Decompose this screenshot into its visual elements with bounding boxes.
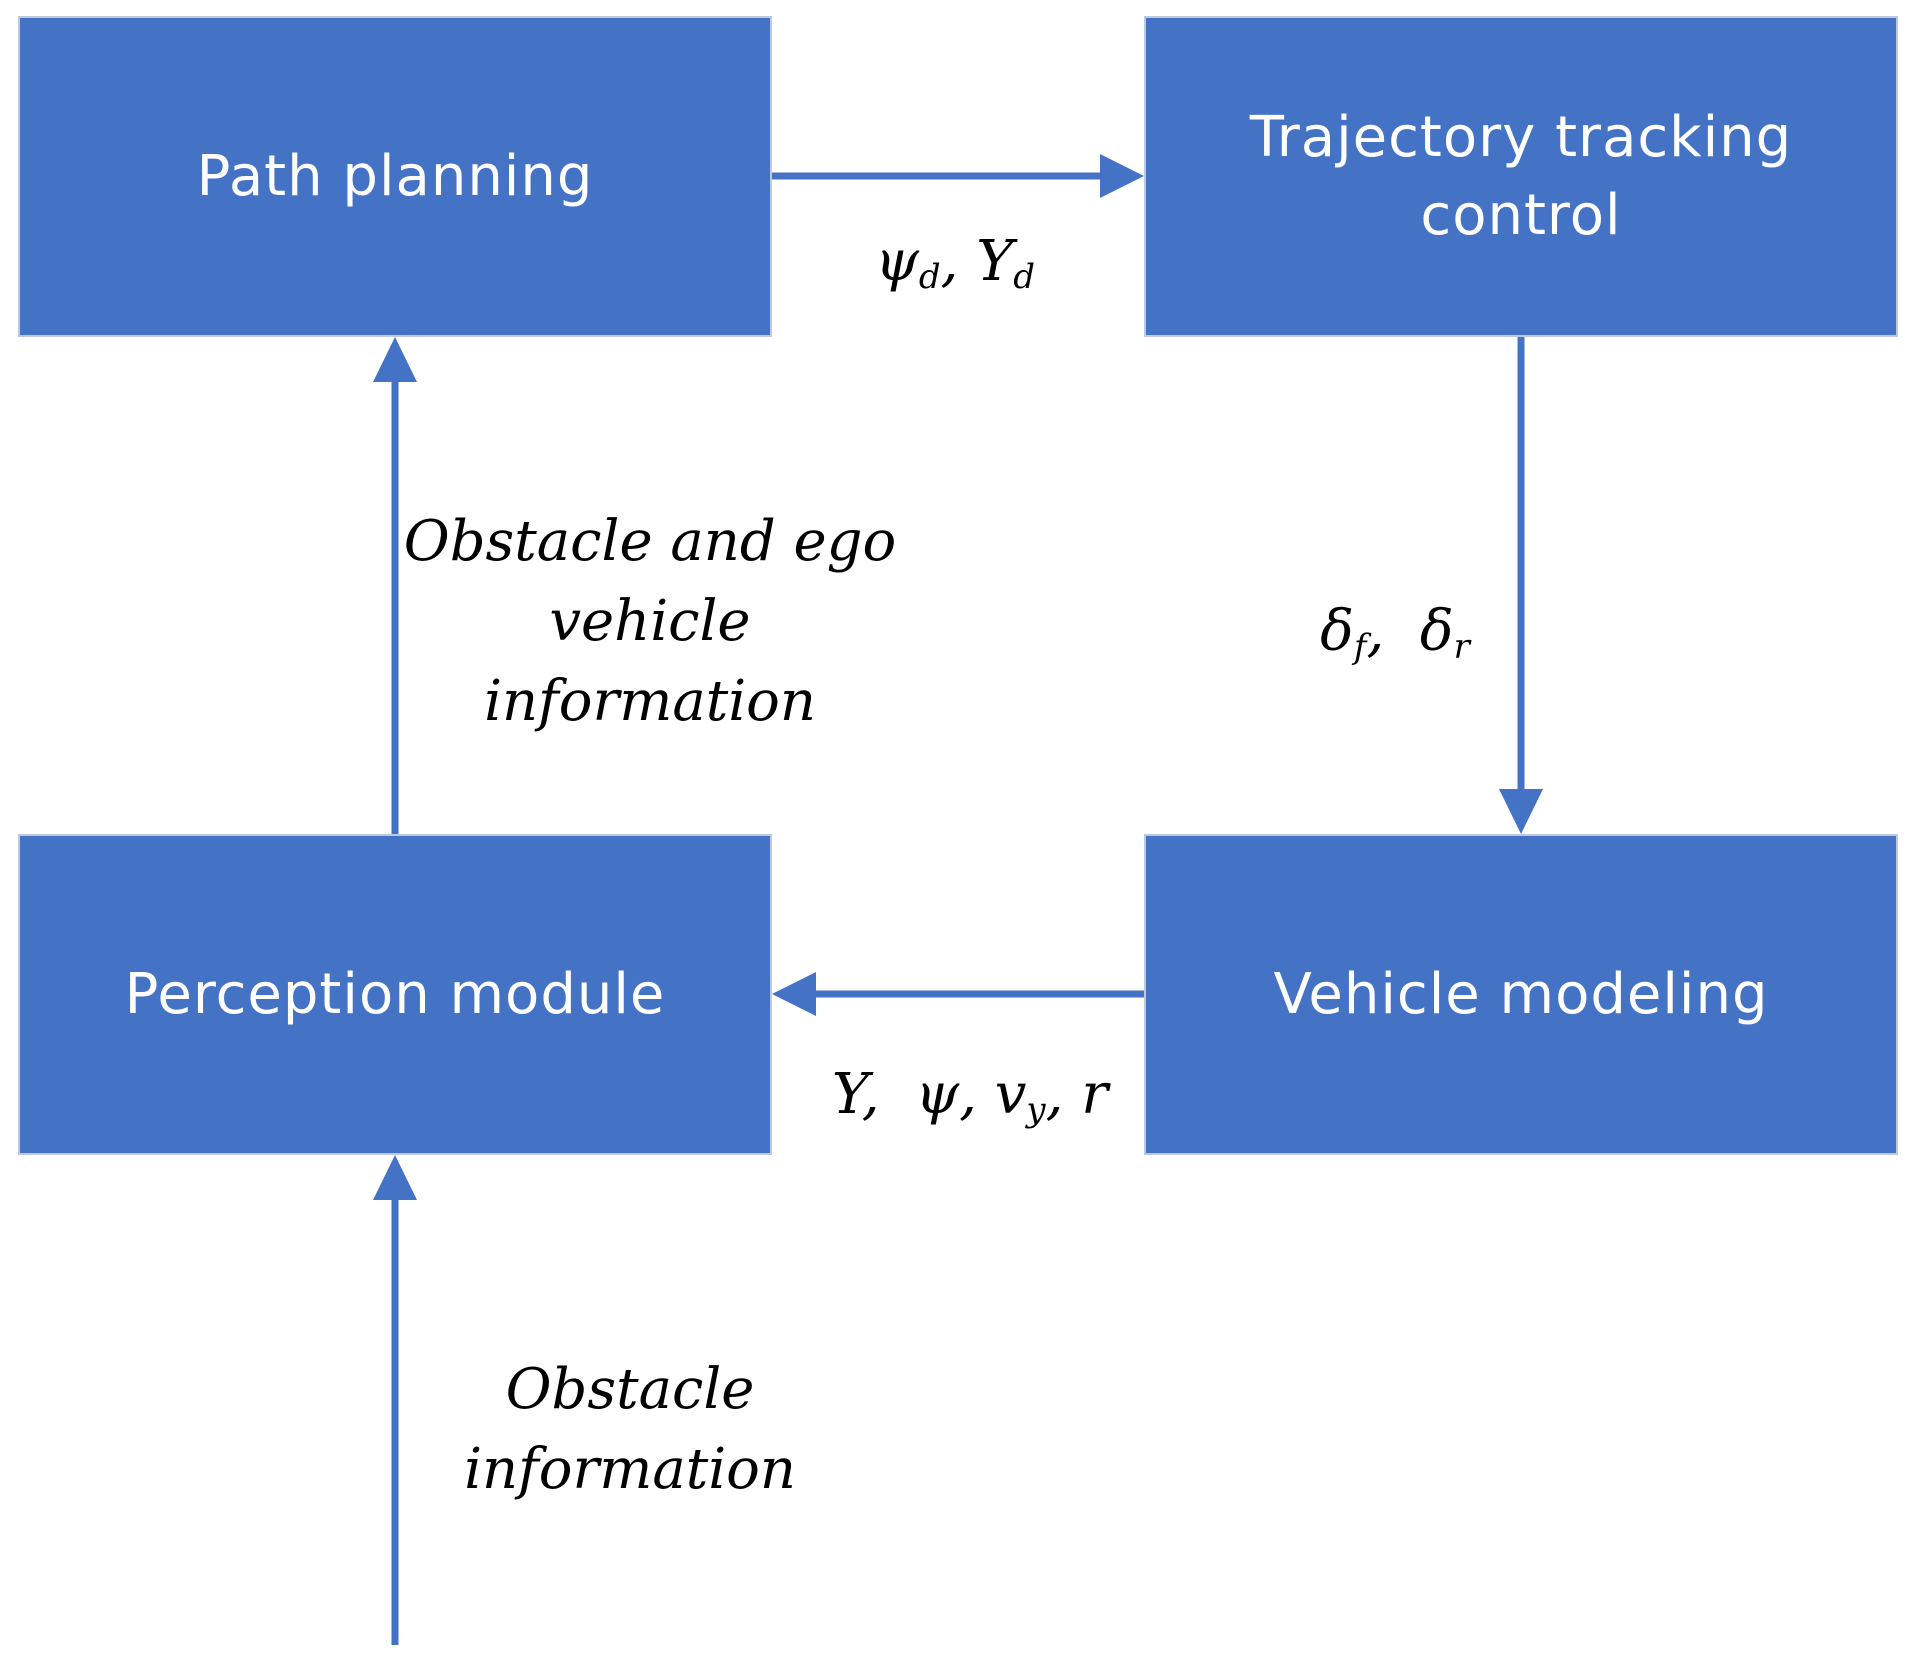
signal-perception-to-planning: Obstacle and ego vehicle information [403,509,897,734]
signal-planning-to-tracking: ψd, Yd [835,222,1075,302]
symbol-psi: ψ [874,229,919,294]
signal-input-to-perception: Obstacle information [464,1357,796,1502]
symbol-r: r [1081,1062,1108,1127]
path-planning-block: Path planning [18,16,772,337]
subscript-d: d [918,257,941,297]
trajectory-tracking-label: Trajectory tracking control [1249,104,1793,248]
symbol-delta: δ [1320,599,1354,664]
arrowhead-perception-to-planning [373,337,417,382]
separator: , [861,1062,916,1127]
arrowhead-planning-to-tracking [1100,154,1144,198]
symbol-v: v [994,1062,1027,1127]
subscript-d: d [1013,257,1036,297]
separator: , [1366,599,1420,664]
symbol-psi: ψ [915,1062,960,1127]
subscript-r: r [1453,627,1470,667]
vehicle-modeling-block: Vehicle modeling [1144,834,1898,1155]
signal-tracking-to-vehicle: δf, δr [1280,592,1510,672]
symbol-y: Y [976,229,1014,294]
perception-module-label: Perception module [124,961,666,1027]
subscript-f: f [1353,627,1367,667]
trajectory-tracking-block: Trajectory tracking control [1144,16,1898,337]
path-planning-label: Path planning [196,143,594,209]
symbol-delta: δ [1419,599,1454,664]
perception-module-block: Perception module [18,834,772,1155]
arrowhead-tracking-to-vehicle [1499,789,1543,834]
arrowhead-input-to-perception [373,1155,417,1200]
signal-vehicle-to-perception: Y, ψ, vy, r [805,1055,1135,1135]
arrowhead-vehicle-to-perception [772,972,816,1016]
vehicle-modeling-label: Vehicle modeling [1273,961,1769,1027]
separator: , [940,229,977,294]
subscript-y: y [1026,1090,1046,1130]
symbol-y: Y [832,1062,862,1127]
separator: , [1045,1062,1082,1127]
separator: , [959,1062,995,1127]
